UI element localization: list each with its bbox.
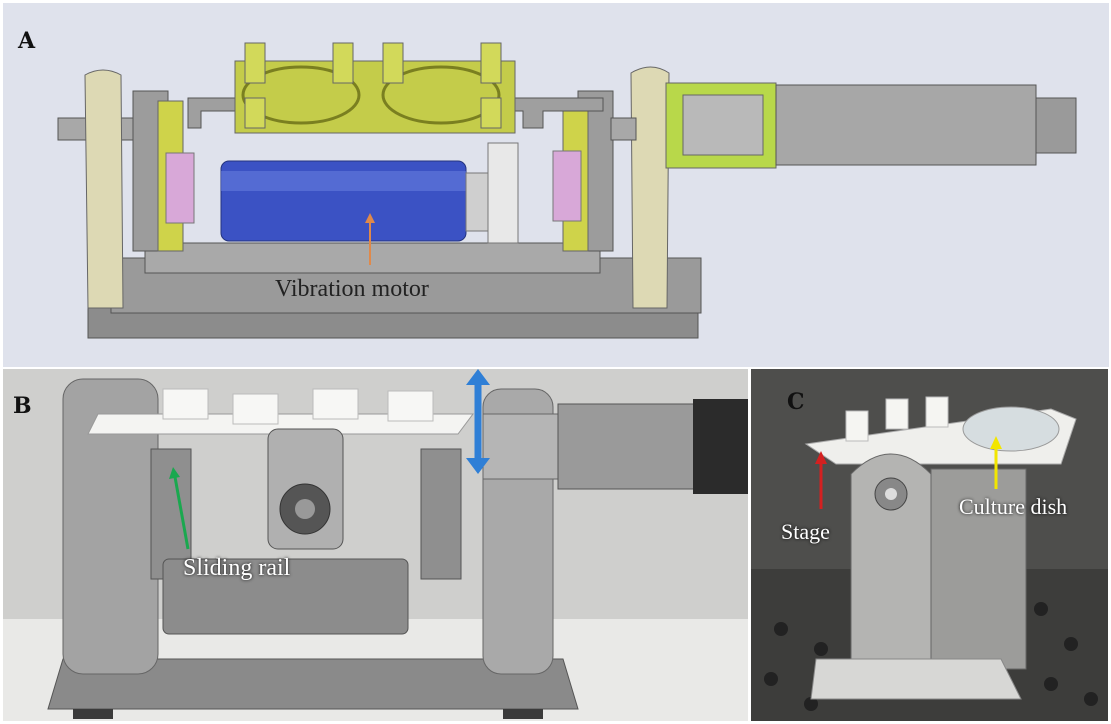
closeup-photo — [751, 369, 1108, 721]
drive-motor-endcap — [1035, 97, 1077, 154]
panel-label-b: B — [13, 393, 32, 419]
annotation-sliding-rail: Sliding rail — [183, 555, 291, 581]
right-end-bracket — [630, 66, 670, 309]
panel-b-photo: B Sliding rail — [3, 369, 748, 721]
vibration-motor-housing — [162, 558, 409, 635]
left-sliding-rail — [150, 448, 192, 580]
culture-dish — [962, 406, 1060, 452]
cad-drawing — [57, 42, 1077, 339]
panel-label-c: C — [787, 389, 805, 415]
left-slider-block — [165, 152, 195, 224]
panel-c-photo: C Stage Culture dish — [751, 369, 1108, 721]
base-platform — [144, 242, 601, 274]
annotation-stage: Stage — [781, 519, 830, 544]
right-sliding-rail — [420, 448, 462, 580]
annotation-culture-dish: Culture dish — [959, 494, 1068, 519]
dish-holder-right — [381, 65, 501, 125]
annotation-vibration-motor: Vibration motor — [275, 276, 429, 302]
eccentric-cam — [487, 142, 519, 244]
panel-a-cad-render: A Vibration motor — [3, 3, 1109, 367]
base-plate — [47, 658, 579, 710]
base-plate — [810, 658, 1022, 700]
dish-holder-left — [241, 65, 361, 125]
panel-label-a: A — [18, 28, 36, 54]
right-slider-block — [552, 150, 582, 222]
drive-motor-cylinder — [775, 84, 1037, 166]
device-photo — [3, 369, 748, 721]
shaft-coupling — [482, 413, 559, 480]
left-end-bracket — [84, 69, 124, 309]
stage-plate — [234, 60, 516, 134]
arrow-to-sliding-rail — [173, 476, 190, 550]
